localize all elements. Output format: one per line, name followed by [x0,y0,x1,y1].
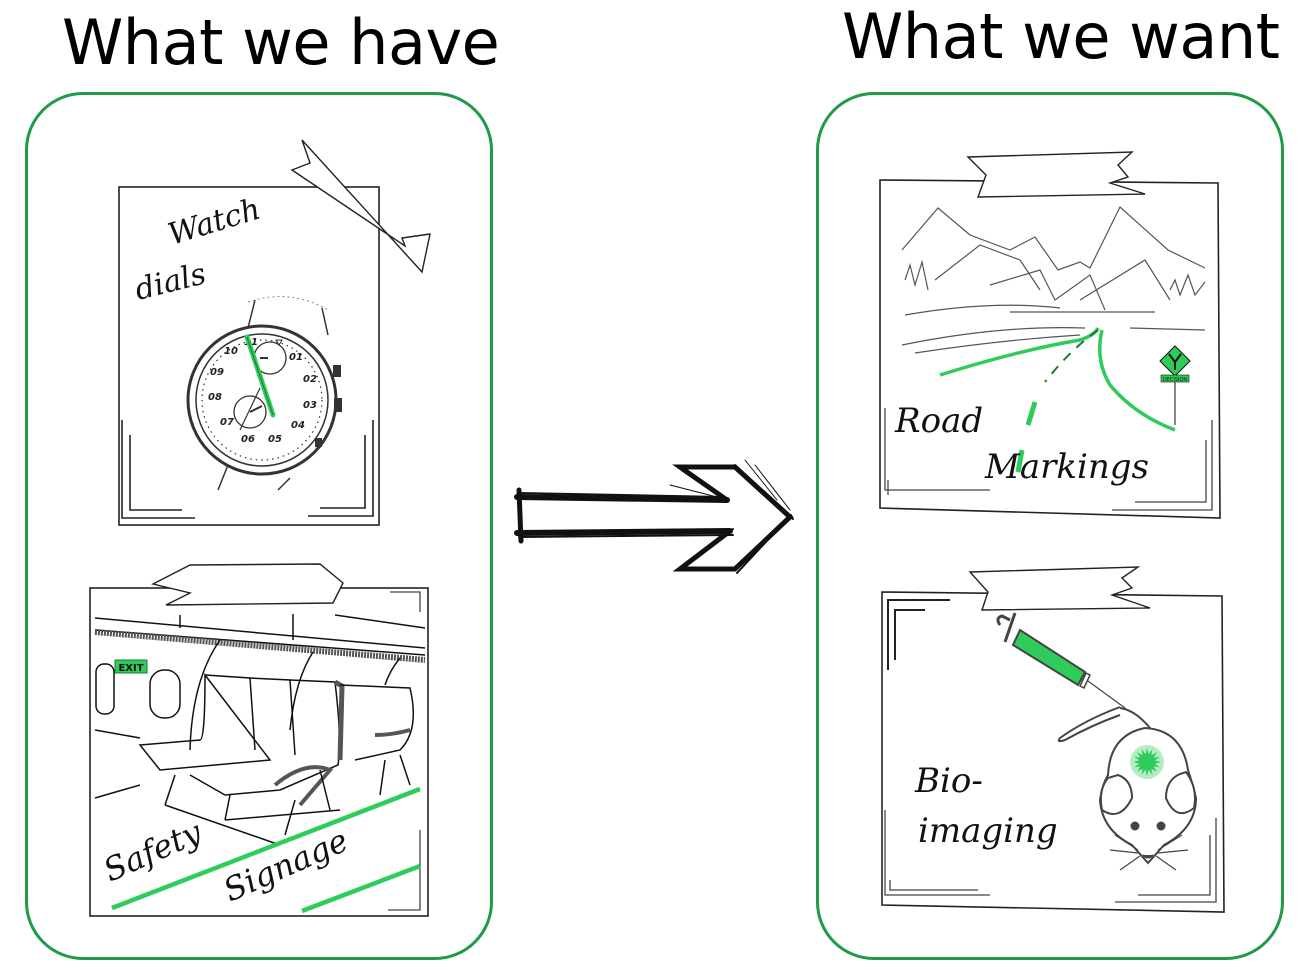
ribbon-icon [151,563,344,606]
watch-numeral: 04 [291,420,305,431]
watch-numeral: 01 [289,352,303,363]
exit-sign-text: EXIT [118,663,143,674]
wristwatch-icon: 11 01 02 03 04 05 06 07 08 09 10 [186,296,342,491]
card-watch-dials: Watch dials 11 01 02 03 04 05 06 07 08 0… [118,139,431,526]
watch-numeral: 07 [220,417,234,428]
watch-numeral: 08 [208,392,222,403]
exit-sign [114,659,148,674]
ribbon-icon [968,566,1151,611]
card-safety-signage: EXIT Safety Signage [89,563,429,917]
card-label-line-1: Watch [164,192,264,253]
card-label-line-2: dials [131,256,209,307]
mouse-icon [1057,706,1198,871]
road-marking-center [1015,401,1038,473]
card-label-line-2: imaging [918,811,1058,851]
card-road-markings: DECISION Road Markings [879,151,1221,519]
panel-what-we-have [25,92,493,960]
road-marking-right-edge [1098,329,1176,432]
card-frame [118,186,380,526]
ribbon-icon [966,151,1146,198]
aircraft-cabin-icon [94,614,426,846]
watch-numeral: 09 [210,367,224,378]
decision-sign-text: DECISION [1163,377,1188,383]
watch-numeral: 05 [268,434,282,445]
road-marking-center [1044,329,1099,383]
watch-numeral: 10 [224,346,238,357]
syringe-icon [996,612,1126,709]
heading-what-we-want: What we want [842,0,1280,73]
card-bio-imaging: Bio- imaging [881,566,1225,913]
watch-numeral: 03 [303,400,317,411]
card-label-line-1: Road [894,401,983,441]
heading-what-we-have: What we have [62,6,500,79]
right-arrow-icon [514,459,794,574]
floor-marking-stripe [111,786,421,911]
mountains-icon [901,206,1206,354]
fluorescence-glow-icon [1130,745,1164,779]
watch-numeral: 06 [241,434,255,445]
floor-marking-stripe [301,863,421,914]
ribbon-icon [290,139,431,274]
watch-numeral: 02 [303,374,317,385]
panel-what-we-want [816,92,1284,960]
card-label-line-1: Bio- [914,761,983,801]
card-label-line-2: Markings [984,447,1149,487]
decision-road-sign-icon: DECISION [1159,345,1191,425]
